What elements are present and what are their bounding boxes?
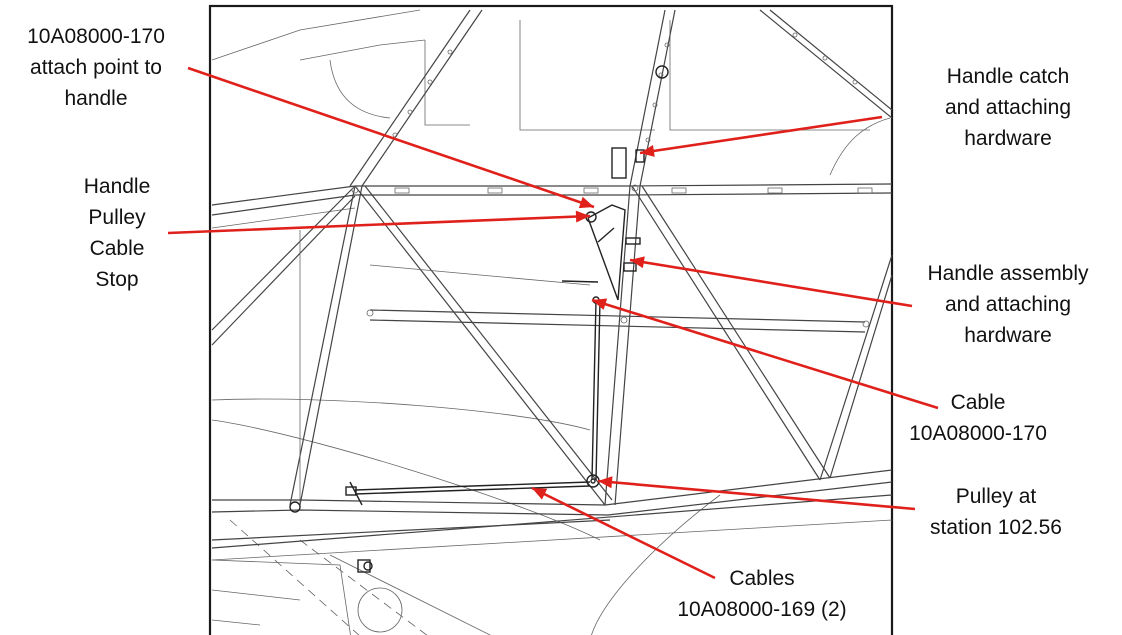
callout-handle-assembly-line-1: Handle assembly	[927, 262, 1089, 285]
callout-handle-assembly-line-3: hardware	[964, 324, 1052, 347]
callout-pulley-station: Pulley at station 102.56	[930, 485, 1062, 539]
callout-handle-catch-line-3: hardware	[964, 127, 1052, 150]
callout-cables-line-1: Cables	[729, 567, 794, 590]
callout-cable-line-1: Cable	[951, 391, 1006, 414]
leader-handle-assembly	[629, 258, 913, 308]
leader-cable	[591, 298, 939, 410]
leader-cables-arrowhead	[532, 488, 548, 500]
callout-handle-catch: Handle catch and attaching hardware	[945, 65, 1071, 150]
callout-pulley-stop: Handle Pulley Cable Stop	[84, 175, 151, 291]
leader-pulley-stop	[167, 214, 591, 235]
callout-cable: Cable 10A08000-170	[909, 391, 1047, 445]
callout-handle-catch-line-2: and attaching	[945, 96, 1071, 119]
callout-handle-assembly: Handle assembly and attaching hardware	[927, 262, 1089, 347]
leader-handle-assembly-arrowhead	[630, 256, 645, 269]
callout-pulley-stop-line-4: Stop	[95, 268, 138, 291]
callout-attach-point-line-2: attach point to	[30, 56, 162, 79]
callout-cables-line-2: 10A08000-169 (2)	[677, 598, 846, 621]
leader-cable-arrowhead	[592, 298, 608, 310]
callout-attach-point-line-3: handle	[64, 87, 127, 110]
callout-pulley-stop-line-3: Cable	[90, 237, 145, 260]
callout-cable-line-2: 10A08000-170	[909, 422, 1047, 445]
callout-handle-assembly-line-2: and attaching	[945, 293, 1071, 316]
leader-pulley-station-arrowhead	[598, 476, 613, 489]
callout-pulley-stop-line-1: Handle	[84, 175, 151, 198]
leader-handle-catch-arrowhead	[640, 145, 655, 157]
callout-handle-catch-line-1: Handle catch	[947, 65, 1070, 88]
leader-handle-catch	[639, 115, 883, 155]
callout-leaders	[167, 66, 939, 580]
fuselage-structure	[211, 9, 893, 635]
leader-pulley-station	[597, 479, 916, 511]
handle-mechanism	[345, 147, 645, 573]
callout-pulley-station-line-2: station 102.56	[930, 516, 1062, 539]
callout-attach-point-line-1: 10A08000-170	[27, 25, 165, 48]
leader-pulley-stop-arrowhead	[575, 210, 590, 223]
leader-attach-point	[187, 66, 595, 209]
callout-cables: Cables 10A08000-169 (2)	[677, 567, 846, 621]
callout-pulley-stop-line-2: Pulley	[88, 206, 146, 229]
drawing-border	[208, 4, 894, 635]
callout-pulley-station-line-1: Pulley at	[956, 485, 1037, 508]
callout-attach-point: 10A08000-170 attach point to handle	[27, 25, 165, 110]
leader-cables	[531, 486, 716, 580]
leader-attach-point-arrowhead	[578, 196, 594, 209]
